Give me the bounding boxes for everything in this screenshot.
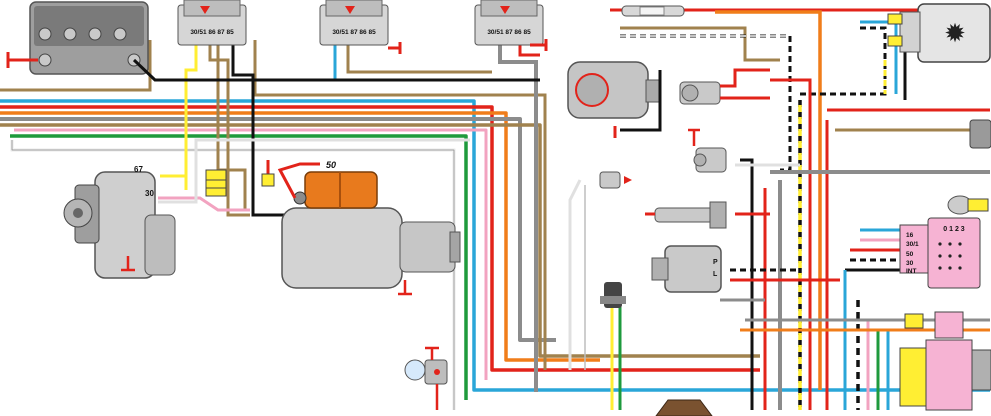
relay-1: 30/51 86 87 85 [177,0,247,46]
oil-pressure-sensor-icon [599,171,632,189]
relay-3-pins: 30/51 87 86 85 [487,29,531,36]
sensor-icon [679,68,770,105]
ignition-positions: 0 1 2 3 [943,226,965,233]
fan-motor-icon: ✹ [887,3,991,63]
ignition-terminal-30-1: 30/1 [906,241,919,248]
wire-top-harness [0,8,990,392]
battery-icon [6,1,540,82]
switch-sensor-icon [688,128,727,173]
ignition-switch-icon: 0 1 2 3 16 30/1 50 30 INT [899,217,981,289]
lamp-icon [404,346,448,410]
alternator-terminal-67: 67 [134,165,143,174]
connector-block-icon [205,169,227,197]
relay-3: 30/51 87 86 85 [474,0,548,51]
starter-motor-icon: 50 [261,160,461,296]
multi-connector-icon [899,311,991,411]
ignition-terminal-16: 16 [906,232,914,239]
relay-1-pins: 30/51 86 87 85 [190,29,234,36]
relay-2-pins: 30/51 87 86 85 [332,29,376,36]
temperature-sensor-icon [645,201,727,229]
connector-right-icon [947,119,991,215]
fuel-pump-icon [567,61,662,138]
fuse-inline-icon [621,5,685,17]
pressure-switch-icon [600,282,626,308]
alternator-terminal-30: 30 [145,189,154,198]
relay-2: 30/51 87 86 85 [319,0,402,54]
ignition-terminal-int: INT [906,268,917,275]
sensor-letter-p: P [713,259,718,266]
bottom-component-icon [655,399,713,416]
wire-harness-right [568,78,990,410]
svg-text:✹: ✹ [944,19,966,49]
ignition-terminal-50: 50 [906,251,914,258]
idle-valve-icon: P L [651,245,722,293]
alternator-icon: 67 30 [63,138,470,279]
sensor-letter-l: L [713,271,718,278]
ignition-terminal-30: 30 [906,260,914,267]
starter-terminal-50: 50 [326,160,336,170]
